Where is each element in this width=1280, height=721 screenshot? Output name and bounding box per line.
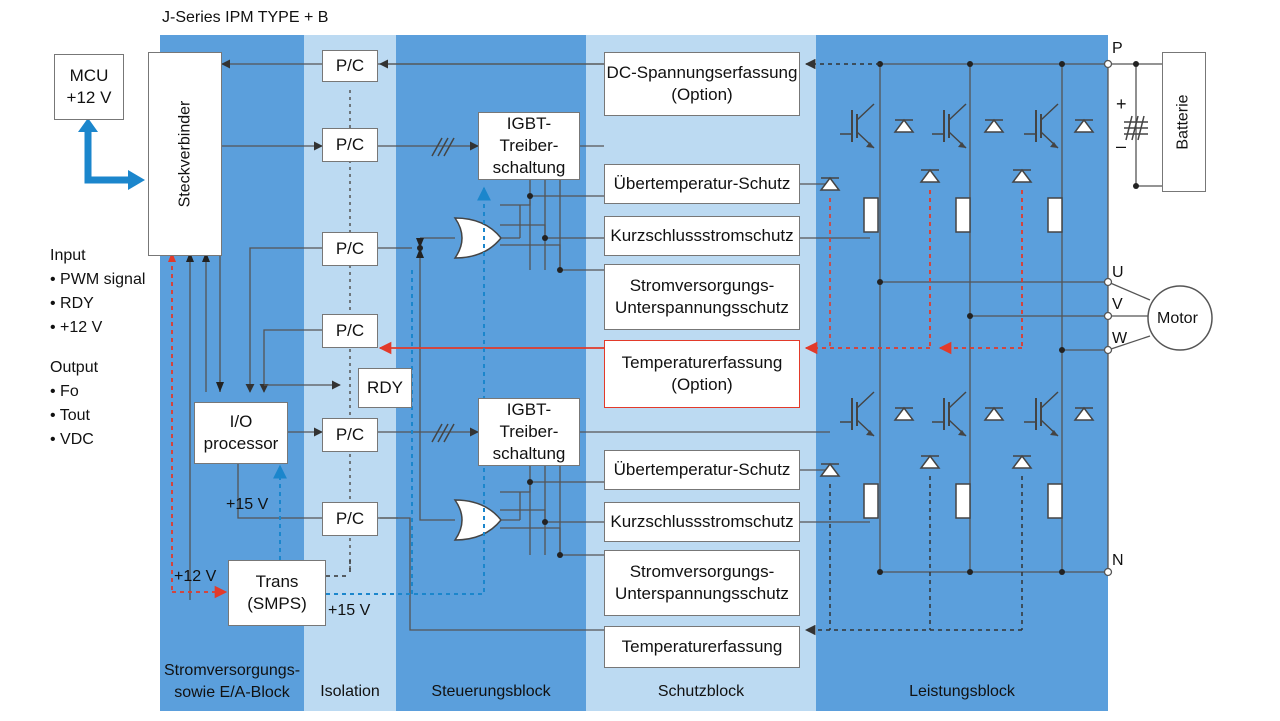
input-item: • RDY <box>50 295 94 312</box>
column-label-control: Steuerungsblock <box>431 683 551 700</box>
mcu-label: MCU <box>69 66 109 85</box>
pc-block-upper-driver: P/C <box>322 128 378 162</box>
trans-smps-block: Trans (SMPS) <box>228 560 326 626</box>
battery-block: Batterie <box>1162 52 1206 192</box>
motor-label: Motor <box>1157 310 1198 327</box>
short-circuit-label: Kurzschlussstromschutz <box>610 226 794 245</box>
dc-voltage-line2: (Option) <box>671 85 733 104</box>
column-label-protection: Schutzblock <box>657 683 745 700</box>
column-label-isolation: Isolation <box>320 683 380 700</box>
trans-line2: (SMPS) <box>247 594 307 613</box>
column-label-line: sowie E/A-Block <box>174 684 290 701</box>
pc-label: P/C <box>335 56 365 75</box>
motor-symbol <box>1147 285 1213 351</box>
output-item: • Tout <box>50 407 90 424</box>
short-circuit-label: Kurzschlussstromschutz <box>610 512 794 531</box>
dc-voltage-detection-block: DC-Spannungserfassung (Option) <box>604 52 800 116</box>
io-processor-block: I/O processor <box>194 402 288 464</box>
trans-line1: Trans <box>255 572 299 591</box>
terminal-v: V <box>1112 296 1123 313</box>
terminal-u: U <box>1112 264 1124 281</box>
io-signal-list: Input • PWM signal • RDY • +12 V Output … <box>50 244 145 452</box>
overtemp-protection-upper: Übertemperatur-Schutz <box>604 164 800 204</box>
voltage-15v-driver: +15 V <box>328 602 371 619</box>
terminal-p: P <box>1112 40 1123 57</box>
pc-block-lower-fault: P/C <box>322 502 378 536</box>
undervoltage-line1: Stromversorgungs- <box>629 562 775 581</box>
rdy-label: RDY <box>367 378 403 397</box>
temp-option-line2: (Option) <box>671 375 733 394</box>
temp-option-line1: Temperaturerfassung <box>621 353 783 372</box>
pc-block-lower-driver: P/C <box>322 418 378 452</box>
overtemp-label: Übertemperatur-Schutz <box>613 174 791 193</box>
voltage-12v: +12 V <box>174 568 217 585</box>
temperature-detection-block: Temperaturerfassung <box>604 626 800 668</box>
temperature-detection-option-block: Temperaturerfassung (Option) <box>604 340 800 408</box>
igbt-driver-line1: IGBT-Treiber- <box>499 114 559 155</box>
dc-voltage-line1: DC-Spannungserfassung <box>606 63 798 82</box>
temp-label: Temperaturerfassung <box>621 637 783 656</box>
output-item: • VDC <box>50 431 94 448</box>
pc-block-dc: P/C <box>322 50 378 82</box>
igbt-driver-lower: IGBT-Treiber- schaltung <box>478 398 580 466</box>
column-label-line: Stromversorgungs- <box>163 662 301 679</box>
voltage-15v-io: +15 V <box>226 496 269 513</box>
band-power <box>816 35 1108 711</box>
input-heading: Input <box>50 247 86 264</box>
rdy-block: RDY <box>358 368 412 408</box>
igbt-driver-upper: IGBT-Treiber- schaltung <box>478 112 580 180</box>
pc-label: P/C <box>335 425 365 444</box>
igbt-driver-line2: schaltung <box>492 158 566 177</box>
igbt-driver-line1: IGBT-Treiber- <box>499 400 559 441</box>
undervoltage-line1: Stromversorgungs- <box>629 276 775 295</box>
io-processor-line1: I/O <box>229 412 253 431</box>
input-item: • +12 V <box>50 319 103 336</box>
battery-label: Batterie <box>1175 94 1193 150</box>
overtemp-protection-lower: Übertemperatur-Schutz <box>604 450 800 490</box>
connector-block: Steckverbinder <box>148 52 222 256</box>
pc-block-temp: P/C <box>322 314 378 348</box>
output-item: • Fo <box>50 383 79 400</box>
short-circuit-protection-lower: Kurzschlussstromschutz <box>604 502 800 542</box>
battery-plus: + <box>1116 94 1127 114</box>
short-circuit-protection-upper: Kurzschlussstromschutz <box>604 216 800 256</box>
mcu-link-arrow <box>84 125 132 184</box>
undervoltage-protection-upper: Stromversorgungs- Unterspannungsschutz <box>604 264 800 330</box>
io-processor-line2: processor <box>203 434 279 453</box>
pc-label: P/C <box>335 135 365 154</box>
pc-label: P/C <box>335 239 365 258</box>
diagram-title: J-Series IPM TYPE + B <box>162 9 329 26</box>
battery-minus: – <box>1116 136 1127 156</box>
terminal-n: N <box>1112 552 1124 569</box>
undervoltage-line2: Unterspannungsschutz <box>615 584 789 603</box>
output-heading: Output <box>50 359 99 376</box>
column-label-power-io: Stromversorgungs- sowie E/A-Block <box>160 660 304 704</box>
igbt-driver-line2: schaltung <box>492 444 566 463</box>
input-item: • PWM signal <box>50 271 146 288</box>
terminal-w: W <box>1112 330 1128 347</box>
column-label-power: Leistungsblock <box>909 683 1015 700</box>
pc-label: P/C <box>335 509 365 528</box>
pc-label: P/C <box>335 321 365 340</box>
undervoltage-protection-lower: Stromversorgungs- Unterspannungsschutz <box>604 550 800 616</box>
mcu-voltage: +12 V <box>66 88 112 107</box>
connector-label: Steckverbinder <box>176 100 193 208</box>
overtemp-label: Übertemperatur-Schutz <box>613 460 791 479</box>
mcu-block: MCU +12 V <box>54 54 124 120</box>
pc-block-upper-fault: P/C <box>322 232 378 266</box>
undervoltage-line2: Unterspannungsschutz <box>615 298 789 317</box>
